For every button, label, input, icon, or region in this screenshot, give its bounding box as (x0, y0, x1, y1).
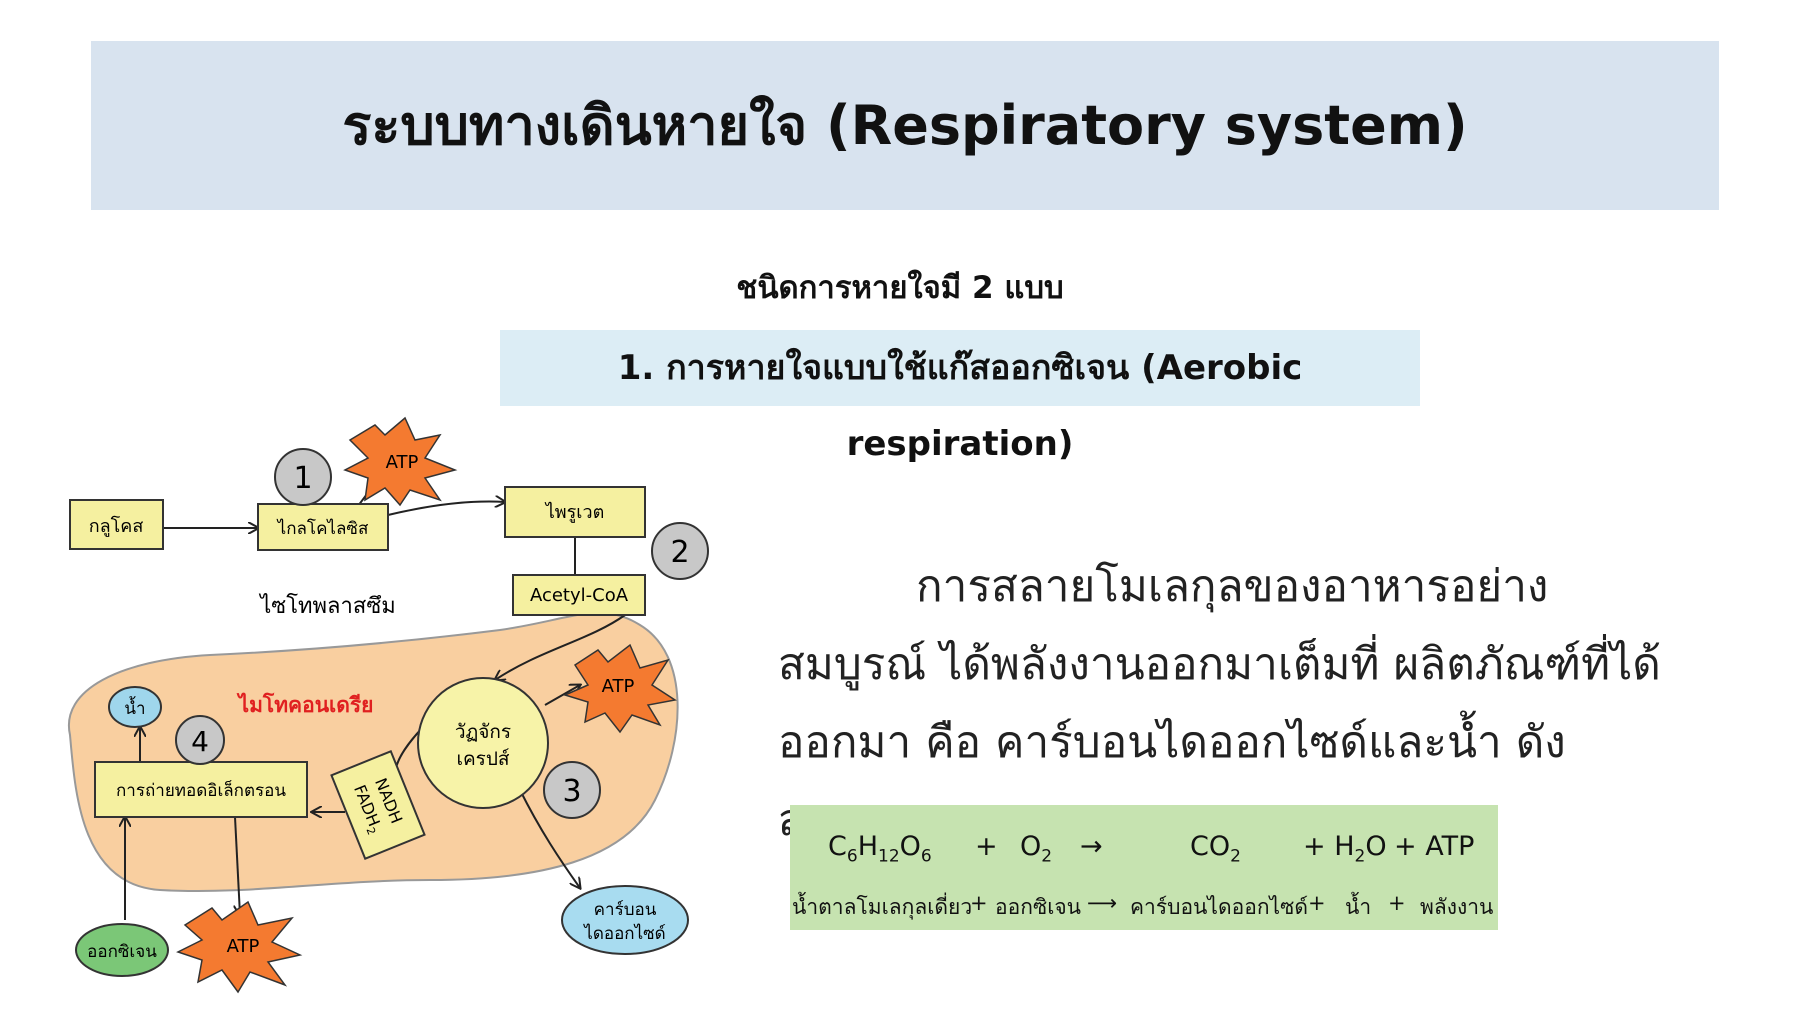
krebs-label-line1: วัฏจักร (455, 721, 511, 743)
eq-atp: + ATP (1394, 831, 1475, 862)
word-energy: พลังงาน (1420, 895, 1494, 919)
atp-burst-2 (562, 643, 677, 734)
arrow-acetyl-krebs (495, 614, 626, 680)
glycolysis-label: ไกลโคไลซิส (276, 518, 369, 539)
title-banner: ระบบทางเดินหายใจ (Respiratory system) (91, 41, 1719, 210)
arrow-etc-atp (235, 816, 240, 915)
step-2-circle (651, 522, 709, 580)
aerobic-heading-banner: 1. การหายใจแบบใช้แก๊สออกซิเจน (Aerobic r… (500, 330, 1420, 464)
electron-transport-label: การถ่ายทอดอิเล็กตรอน (116, 779, 286, 801)
atp-1-label: ATP (386, 452, 419, 473)
step-3-circle (543, 761, 601, 819)
step-1-circle (274, 448, 332, 506)
eq-co2: CO2 (1190, 831, 1241, 867)
equation-box: C6H12O6 + O2 → CO2 + H2O + ATP น้ำตาลโมเ… (790, 805, 1498, 930)
mitochondria-shape (67, 611, 679, 892)
nadh-fadh-box: NADH FADH2 (330, 749, 426, 861)
word-water: น้ำ (1345, 895, 1372, 919)
step-2-label: 2 (670, 535, 689, 570)
step-4-label: 4 (191, 725, 209, 758)
co2-label-line2: ไดออกไซด์ (582, 923, 665, 944)
eq-arrow: → (1080, 831, 1103, 862)
oxygen-ellipse (75, 923, 169, 977)
eq-glucose: C6H12O6 (828, 831, 932, 867)
acetyl-coa-label: Acetyl-CoA (530, 585, 629, 606)
cytoplasm-label: ไซโทพลาสซึม (258, 593, 396, 619)
word-glucose: น้ำตาลโมเลกุลเดี่ยว (792, 895, 973, 919)
word-equation: น้ำตาลโมเลกุลเดี่ยว + ออกซิเจน ⟶ คาร์บอน… (790, 885, 1498, 921)
step-3-label: 3 (562, 774, 581, 809)
arrow-krebs-atp (544, 685, 580, 706)
glucose-label: กลูโคส (89, 515, 144, 537)
description-text: การสลายโมเลกุลของอาหารอย่างสมบูรณ์ ได้พล… (778, 561, 1661, 846)
glucose-box (69, 499, 164, 550)
page-title: ระบบทางเดินหายใจ (Respiratory system) (342, 94, 1468, 157)
krebs-cycle-circle (417, 677, 549, 809)
acetyl-coa-box (512, 574, 646, 616)
glycolysis-box (257, 503, 389, 551)
atp-3-label: ATP (227, 936, 260, 957)
word-plus-3: + (1388, 891, 1406, 915)
co2-ellipse (561, 885, 689, 955)
atp-burst-3 (176, 900, 303, 994)
word-plus-2: + (1308, 891, 1326, 915)
step-4-circle (175, 715, 225, 765)
word-co2: คาร์บอนไดออกไซด์ (1130, 895, 1309, 919)
arrow-glycolysis-pyruvate (387, 502, 505, 516)
mitochondria-label: ไมโทคอนเดรีย (237, 692, 374, 717)
eq-water: + H2O (1303, 831, 1387, 867)
co2-label-line1: คาร์บอน (594, 900, 657, 920)
chemical-equation: C6H12O6 + O2 → CO2 + H2O + ATP (790, 825, 1498, 873)
arrow-krebs-co2 (519, 789, 580, 888)
krebs-label-line2: เครปส์ (456, 748, 509, 770)
step-1-label: 1 (293, 461, 312, 496)
aerobic-heading: 1. การหายใจแบบใช้แก๊สออกซิเจน (Aerobic r… (617, 348, 1303, 464)
eq-plus-1: + (975, 831, 998, 862)
eq-oxygen: O2 (1020, 831, 1053, 867)
pyruvate-label: ไพรูเวต (544, 501, 605, 523)
atp-2-label: ATP (602, 676, 635, 697)
atp-burst-1 (343, 416, 458, 507)
water-ellipse (108, 686, 162, 728)
pyruvate-box (504, 486, 646, 538)
word-plus-1: + (970, 891, 988, 915)
word-oxygen: ออกซิเจน (995, 895, 1082, 919)
oxygen-label: ออกซิเจน (87, 942, 157, 962)
word-arrow: ⟶ (1087, 891, 1118, 915)
water-label: น้ำ (124, 696, 145, 719)
subtitle: ชนิดการหายใจมี 2 แบบ (736, 270, 1064, 306)
